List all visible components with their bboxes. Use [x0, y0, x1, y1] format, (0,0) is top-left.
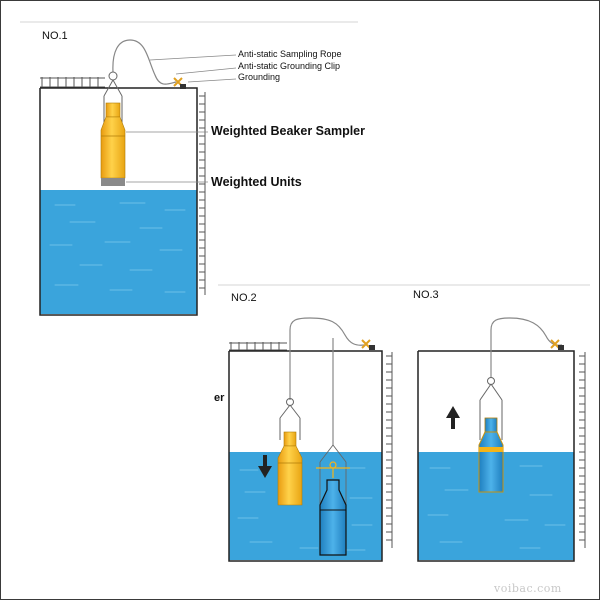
panel-1-title: NO.1 [42, 30, 68, 42]
tank-3-outline [417, 350, 575, 562]
callout-rope: Anti-static Sampling Rope [238, 49, 342, 59]
callout-sampler: Weighted Beaker Sampler [211, 124, 365, 138]
panel-separators [20, 21, 590, 286]
arrow-down-icon [258, 455, 272, 478]
tank-1-scale [199, 92, 206, 295]
grounding-clip-2-icon [361, 339, 375, 350]
grounding-clip-3-icon [550, 339, 564, 350]
tank-2-outline [228, 350, 383, 562]
tank-2-railing [229, 342, 287, 351]
callout-lines-1 [126, 54, 237, 183]
callout-clip: Anti-static Grounding Clip [238, 61, 341, 71]
panel-3-title: NO.3 [413, 289, 439, 301]
tank-1-water [40, 190, 197, 314]
weighted-unit-1 [101, 178, 125, 186]
tank-3-scale [579, 352, 586, 548]
callout-grounding: Grounding [238, 72, 281, 82]
hanger-3 [479, 377, 503, 440]
tank-1-railing [40, 77, 105, 88]
panel-1 [39, 39, 237, 316]
panel-2-partial-label: er [214, 392, 225, 404]
open-sampler-2 [316, 444, 350, 556]
sampling-rope-2 [289, 317, 365, 400]
tank-3-water-waves [427, 465, 566, 549]
hanger-2 [279, 398, 301, 440]
watermark: voibac.com [494, 582, 562, 595]
panel-2 [228, 317, 393, 562]
tank-1-outline [39, 87, 198, 316]
arrow-up-icon [446, 406, 460, 429]
tank-1-water-waves [49, 202, 186, 293]
panel-3 [417, 317, 586, 562]
tank-2-scale [386, 352, 393, 548]
callout-units: Weighted Units [211, 175, 302, 189]
weighted-beaker-sampler-2 [277, 431, 303, 506]
weighted-beaker-sampler-1 [100, 102, 126, 186]
filled-sampler-3 [478, 417, 504, 493]
panel-2-title: NO.2 [231, 292, 257, 304]
grounding-clip-1-icon [173, 77, 186, 89]
sampling-rope-3 [490, 317, 563, 378]
sampling-rope-1 [112, 39, 177, 85]
